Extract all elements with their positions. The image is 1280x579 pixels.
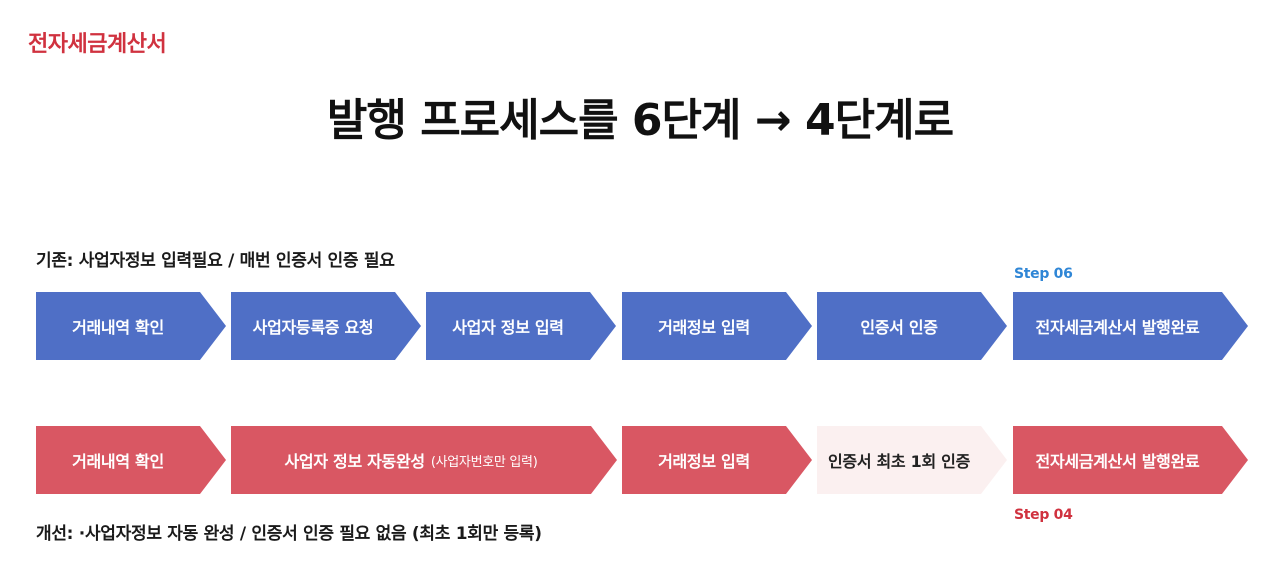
- improved-step-2: 사업자 정보 자동완성 (사업자번호만 입력): [231, 426, 617, 494]
- legacy-step-5-label: 인증서 인증: [860, 318, 938, 337]
- improved-step-2-label: 사업자 정보 자동완성: [284, 452, 425, 471]
- improved-step-4-label: 인증서 최초 1회 인증: [827, 452, 970, 471]
- legacy-step-3-label: 사업자 정보 입력: [452, 318, 564, 337]
- improved-step-1: 거래내역 확인: [36, 426, 226, 494]
- improved-step-4: 인증서 최초 1회 인증: [817, 426, 1007, 494]
- improved-step-3-label: 거래정보 입력: [658, 452, 750, 471]
- legacy-step-4-label: 거래정보 입력: [658, 318, 750, 337]
- legacy-step-2: 사업자등록증 요청: [231, 292, 421, 360]
- legacy-caption: 기존: 사업자정보 입력필요 / 매번 인증서 인증 필요: [36, 251, 395, 271]
- legacy-step-2-label: 사업자등록증 요청: [252, 318, 374, 337]
- improved-step-3: 거래정보 입력: [622, 426, 812, 494]
- legacy-process-row: 거래내역 확인 사업자등록증 요청 사업자 정보 입력 거래정보 입력 인증서 …: [0, 292, 1280, 360]
- legacy-step-4: 거래정보 입력: [622, 292, 812, 360]
- legacy-step-1: 거래내역 확인: [36, 292, 226, 360]
- legacy-step-6-label: 전자세금계산서 발행완료: [1035, 318, 1200, 337]
- improved-step-1-label: 거래내역 확인: [72, 452, 164, 471]
- legacy-step-count: Step 06: [1014, 266, 1073, 282]
- legacy-step-3: 사업자 정보 입력: [426, 292, 616, 360]
- improved-step-5-label: 전자세금계산서 발행완료: [1035, 452, 1200, 471]
- improved-step-5: 전자세금계산서 발행완료: [1013, 426, 1248, 494]
- improved-caption: 개선: ·사업자정보 자동 완성 / 인증서 인증 필요 없음 (최초 1회만 …: [36, 524, 542, 544]
- brand-title: 전자세금계산서: [28, 32, 167, 57]
- legacy-step-6: 전자세금계산서 발행완료: [1013, 292, 1248, 360]
- improved-step-2-note: (사업자번호만 입력): [430, 454, 538, 470]
- improved-process-row: 거래내역 확인 사업자 정보 자동완성 (사업자번호만 입력) 거래정보 입력 인…: [0, 426, 1280, 494]
- legacy-step-1-label: 거래내역 확인: [72, 318, 164, 337]
- legacy-step-5: 인증서 인증: [817, 292, 1007, 360]
- improved-step-count: Step 04: [1014, 507, 1073, 523]
- page-headline: 발행 프로세스를 6단계 → 4단계로: [326, 95, 954, 146]
